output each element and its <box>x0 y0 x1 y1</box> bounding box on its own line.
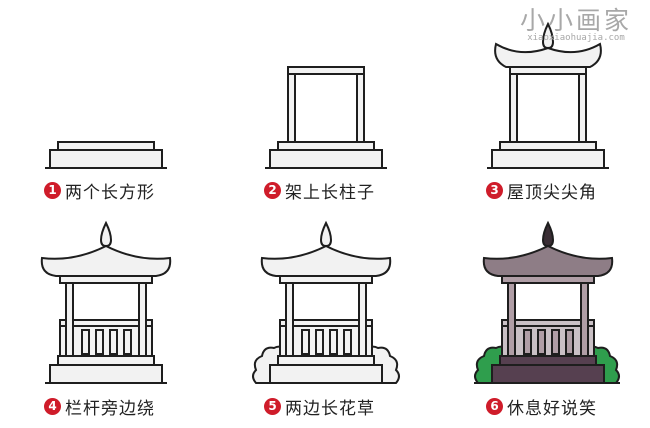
roof <box>40 244 172 277</box>
roof <box>482 244 614 277</box>
watermark-title: 小小画家 <box>519 6 632 35</box>
railing-baluster <box>551 329 560 355</box>
roof-finial <box>541 21 555 50</box>
right-pillar <box>580 282 589 357</box>
base-upper-rect <box>499 141 597 151</box>
railing-baluster <box>565 329 574 355</box>
roof-finial <box>99 220 113 248</box>
step-4-drawing <box>40 220 172 384</box>
railing-baluster <box>95 329 104 355</box>
step-3-caption: 3 屋顶尖尖角 <box>486 178 597 203</box>
watermark: 小小画家 xiaoxiaohuajia.com <box>516 6 636 43</box>
base-upper-rect <box>277 355 375 366</box>
step-5-caption: 5 两边长花草 <box>264 394 375 419</box>
roof-finial <box>541 220 555 248</box>
base-upper-rect <box>499 355 597 366</box>
step-2-drawing <box>265 66 387 169</box>
base-lower-rect <box>269 149 383 169</box>
step-number-badge: 4 <box>44 397 61 415</box>
step-number-badge: 2 <box>264 181 281 199</box>
railing-baluster <box>329 329 338 355</box>
step-label: 屋顶尖尖角 <box>507 182 597 203</box>
right-pillar <box>138 282 147 357</box>
step-label: 休息好说笑 <box>507 398 597 419</box>
right-pillar <box>578 73 587 143</box>
top-beam <box>279 275 373 284</box>
step-label: 两边长花草 <box>285 398 375 419</box>
roof <box>494 42 602 68</box>
railing-baluster <box>81 329 90 355</box>
step-number-badge: 1 <box>44 181 61 199</box>
step-label: 两个长方形 <box>65 182 155 203</box>
top-beam <box>509 66 587 75</box>
right-pillar <box>358 282 367 357</box>
step-3-drawing <box>487 21 609 169</box>
step-number-badge: 5 <box>264 397 281 415</box>
railing-baluster <box>109 329 118 355</box>
base-lower-rect <box>49 149 163 169</box>
base-lower-rect <box>491 149 605 169</box>
roof <box>260 244 392 277</box>
left-pillar <box>65 282 74 357</box>
base-lower-rect <box>269 364 383 384</box>
left-pillar <box>507 282 516 357</box>
step-number-badge: 6 <box>486 397 503 415</box>
base-upper-rect <box>57 141 155 151</box>
step-4-caption: 4 栏杆旁边绕 <box>44 394 155 419</box>
base-lower-rect <box>491 364 605 384</box>
roof-finial <box>319 220 333 248</box>
step-6-drawing <box>474 220 620 384</box>
top-beam <box>501 275 595 284</box>
step-5-drawing <box>252 220 400 384</box>
right-pillar <box>356 73 365 143</box>
watermark-url: xiaoxiaohuajia.com <box>527 33 625 43</box>
left-pillar <box>509 73 518 143</box>
step-6-caption: 6 休息好说笑 <box>486 394 597 419</box>
railing-baluster <box>315 329 324 355</box>
railing-baluster <box>301 329 310 355</box>
top-beam <box>59 275 153 284</box>
top-beam <box>287 66 365 75</box>
step-2-caption: 2 架上长柱子 <box>264 178 375 203</box>
base-upper-rect <box>57 355 155 366</box>
left-pillar <box>285 282 294 357</box>
railing-baluster <box>537 329 546 355</box>
base-upper-rect <box>277 141 375 151</box>
railing-baluster <box>343 329 352 355</box>
railing-baluster <box>123 329 132 355</box>
railing-baluster <box>523 329 532 355</box>
step-number-badge: 3 <box>486 181 503 199</box>
left-pillar <box>287 73 296 143</box>
step-label: 栏杆旁边绕 <box>65 398 155 419</box>
base-lower-rect <box>49 364 163 384</box>
step-1-drawing <box>45 141 167 169</box>
step-label: 架上长柱子 <box>285 182 375 203</box>
step-1-caption: 1 两个长方形 <box>44 178 155 203</box>
